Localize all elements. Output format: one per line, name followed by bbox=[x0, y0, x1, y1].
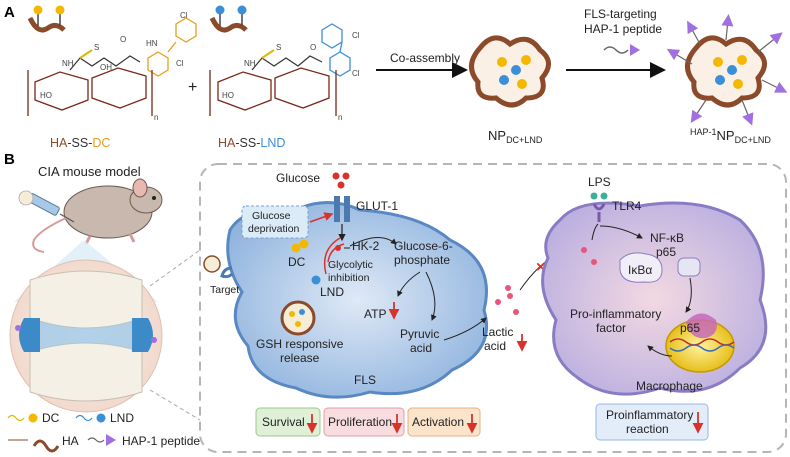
g6p-line2: phosphate bbox=[394, 253, 450, 267]
macrophage-label: Macrophage bbox=[636, 379, 703, 393]
nucleus-icon bbox=[665, 313, 735, 373]
legend-ha-icon bbox=[32, 439, 60, 453]
nfkb-line1: NF-κB bbox=[650, 231, 684, 245]
legend-peptide-icon bbox=[106, 434, 116, 446]
ha-chain-icon bbox=[27, 16, 66, 33]
ha-ss-dc-label: HA-SS-DC bbox=[50, 136, 110, 150]
p65-label: p65 bbox=[680, 321, 700, 335]
ha-ss-lnd-label: HA-SS-LND bbox=[218, 136, 285, 150]
legend-dc: DC bbox=[42, 411, 60, 425]
target-np-icon bbox=[203, 255, 221, 273]
dc-dot-icon bbox=[33, 5, 43, 15]
gsh-line2: release bbox=[280, 351, 320, 365]
atp-label: ATP bbox=[364, 307, 386, 321]
block-x-icon: × bbox=[536, 259, 545, 276]
g6p-line1: Glucose-6- bbox=[394, 239, 453, 253]
svg-text:n: n bbox=[154, 113, 158, 122]
legend-lnd: LND bbox=[110, 411, 134, 425]
hk2-label: HK-2 bbox=[352, 239, 380, 253]
ha-ss-dc-structure: Cl Cl HN O S NH OH HO n bbox=[27, 5, 197, 122]
lnd-label: LND bbox=[320, 285, 344, 299]
proliferation-box: Proliferation bbox=[323, 407, 405, 437]
hap1-np-label: HAP-1NPDC+LND bbox=[690, 127, 771, 145]
panel-b-label: B bbox=[4, 151, 15, 168]
ha-ss-lnd-structure: Cl Cl S NH O HO n bbox=[209, 5, 360, 122]
pyruvic-line1: Pyruvic bbox=[400, 327, 439, 341]
pyruvic-line2: acid bbox=[410, 341, 432, 355]
joint-illustration bbox=[9, 259, 163, 413]
activation-box: Activation bbox=[407, 407, 481, 437]
mouse-icon bbox=[32, 178, 163, 253]
plus-sign: + bbox=[188, 79, 197, 96]
activation-label: Activation bbox=[412, 415, 464, 429]
nfkb-line2: p65 bbox=[656, 245, 676, 259]
deprivation-line1: Glucose bbox=[252, 210, 291, 222]
svg-text:O: O bbox=[310, 43, 316, 52]
dc-label: DC bbox=[288, 255, 306, 269]
svg-text:n: n bbox=[338, 113, 342, 122]
svg-text:HO: HO bbox=[40, 91, 52, 100]
panel-a-label: A bbox=[4, 4, 15, 21]
gsh-line1: GSH responsive bbox=[256, 337, 344, 351]
svg-text:O: O bbox=[120, 35, 126, 44]
tlr4-label: TLR4 bbox=[612, 199, 642, 213]
svg-text:S: S bbox=[94, 43, 99, 52]
svg-text:S: S bbox=[276, 43, 281, 52]
svg-text:NH: NH bbox=[244, 59, 256, 68]
svg-text:HN: HN bbox=[146, 39, 158, 48]
lactic-line2: acid bbox=[484, 339, 506, 353]
lps-label: LPS bbox=[588, 175, 611, 189]
glucose-deprivation-box bbox=[241, 205, 309, 239]
glycolytic-line1: Glycolytic bbox=[328, 259, 373, 271]
reaction-line2: reaction bbox=[626, 422, 669, 436]
legend-ha: HA bbox=[62, 434, 79, 448]
glut1-label: GLUT-1 bbox=[356, 199, 398, 213]
np-dc-lnd-label: NPDC+LND bbox=[488, 128, 543, 145]
svg-text:HO: HO bbox=[222, 91, 234, 100]
lactic-line1: Lactic bbox=[482, 325, 513, 339]
peptide-label-line2: HAP-1 peptide bbox=[584, 22, 662, 36]
proinflammatory-reaction-box: Proinflammatory reaction bbox=[595, 403, 709, 441]
proinf-line2: factor bbox=[596, 321, 626, 335]
lnd-dot-icon bbox=[237, 5, 247, 15]
dc-dot-icon bbox=[55, 5, 65, 15]
legend-dc-icon bbox=[28, 413, 38, 423]
cia-model-title: CIA mouse model bbox=[38, 164, 141, 179]
nanoparticle-icon bbox=[469, 35, 551, 108]
svg-text:OH: OH bbox=[100, 63, 112, 72]
survival-box: Survival bbox=[255, 407, 321, 437]
svg-text:Cl: Cl bbox=[352, 31, 360, 40]
np-small-icon bbox=[18, 190, 34, 206]
receptor-icon bbox=[220, 266, 234, 279]
mechanism-panel bbox=[199, 163, 787, 453]
legend-peptide: HAP-1 peptide bbox=[122, 434, 200, 448]
glycolytic-line2: inhibition bbox=[328, 272, 370, 284]
deprivation-line2: deprivation bbox=[248, 223, 300, 235]
svg-text:NH: NH bbox=[62, 59, 74, 68]
survival-label: Survival bbox=[262, 415, 305, 429]
np-in-cell-icon bbox=[280, 300, 316, 336]
svg-text:Cl: Cl bbox=[176, 59, 184, 68]
hap1-peptide-icon bbox=[630, 44, 640, 56]
legend: DC LND HA HAP-1 peptide bbox=[7, 411, 200, 453]
target-label: Target bbox=[210, 284, 239, 296]
targeted-nanoparticle-icon bbox=[666, 14, 788, 126]
lnd-dot-icon bbox=[215, 5, 225, 15]
legend-lnd-icon bbox=[96, 413, 106, 423]
ikba-label: IκBα bbox=[628, 263, 652, 277]
svg-text:Cl: Cl bbox=[352, 69, 360, 78]
peptide-label-line1: FLS-targeting bbox=[584, 7, 657, 21]
co-assembly-label: Co-assembly bbox=[390, 51, 460, 65]
fls-label: FLS bbox=[354, 373, 376, 387]
glucose-label: Glucose bbox=[276, 171, 320, 185]
proinf-line1: Pro-inflammatory bbox=[570, 307, 661, 321]
proliferation-label: Proliferation bbox=[328, 415, 392, 429]
svg-text:Cl: Cl bbox=[180, 11, 188, 20]
reaction-line1: Proinflammatory bbox=[606, 408, 693, 422]
